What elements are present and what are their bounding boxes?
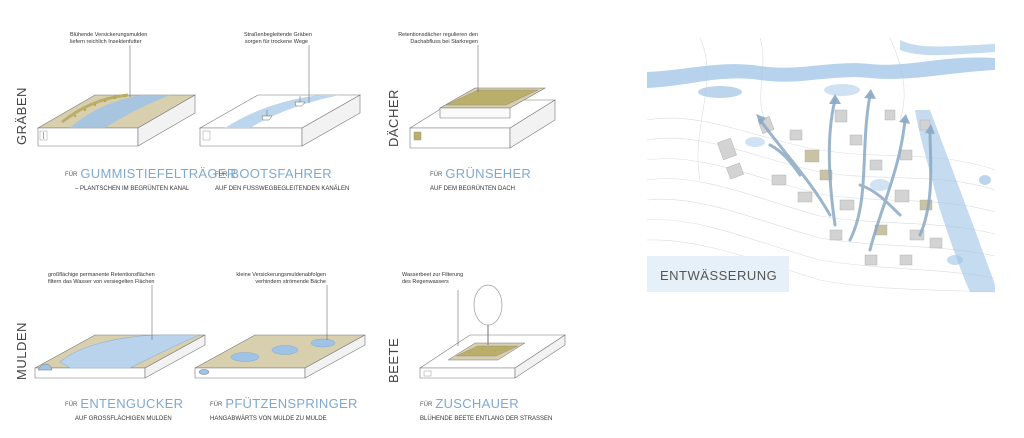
site-map: [646, 37, 996, 293]
section-label-daecher: DÄCHER: [386, 89, 401, 147]
section-label-mulden: MULDEN: [14, 322, 29, 380]
annotation-retentionsdaecher: Retentionsdächer regulieren den Dachabfl…: [398, 32, 478, 45]
map-label-entwaesserung: ENTWÄSSERUNG: [660, 268, 778, 283]
block-bootsfahrer: [198, 94, 362, 147]
annotation-muldenabfolgen: kleine Versickerungsmuldenabfolgen verhi…: [236, 272, 326, 285]
block-mulden: [34, 334, 206, 379]
annotation-strassengraeben: Straßenbegleitende Gräben sorgen für tro…: [244, 32, 312, 45]
block-pfuetzen: [194, 334, 366, 379]
annotation-versickerungsmulden: Blühende Versickerungsmulden liefern rei…: [70, 32, 148, 45]
block-gruendach: [408, 87, 557, 149]
block-beete: [419, 284, 566, 379]
annotation-retentionsflaechen: großflächige permanente Retentionsfläche…: [48, 272, 155, 285]
section-label-graeben: GRÄBEN: [14, 87, 29, 145]
annotation-wasserbeet: Wasserbeet zur Filterung des Regenwasser…: [402, 272, 464, 285]
section-label-beete: BEETE: [386, 337, 401, 383]
block-graeben-kanal: [36, 93, 197, 147]
